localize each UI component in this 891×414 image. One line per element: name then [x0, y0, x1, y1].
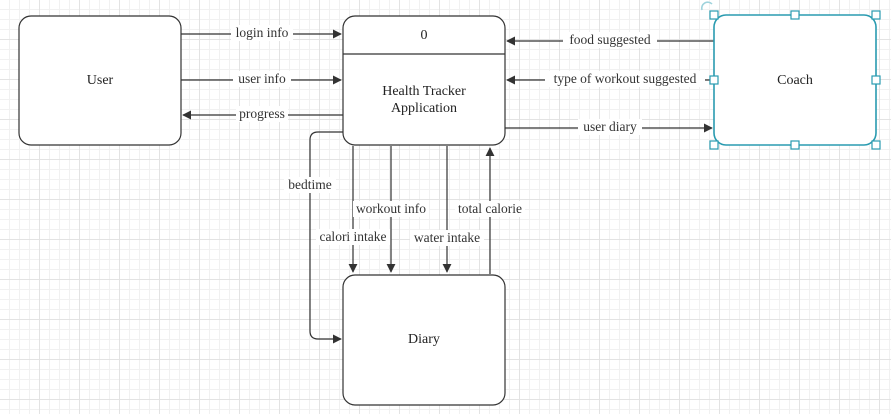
- rotate-handle-icon[interactable]: [700, 1, 713, 11]
- edge-label-workout-info: workout info: [356, 201, 426, 216]
- edge-workout-type-suggested[interactable]: type of workout suggested: [506, 71, 714, 87]
- resize-handle-top-right[interactable]: [871, 10, 881, 20]
- edge-total-calorie[interactable]: total calorie: [455, 147, 525, 274]
- node-label-coach: Coach: [777, 73, 813, 88]
- resize-handle-left[interactable]: [709, 75, 719, 85]
- resize-handle-bottom-left[interactable]: [709, 140, 719, 150]
- edge-label-water-intake: water intake: [414, 230, 480, 245]
- edge-workout-info[interactable]: workout info: [353, 146, 429, 273]
- node-label-app-line1: Health Tracker: [382, 84, 466, 99]
- edge-label-calori-intake: calori intake: [319, 229, 386, 244]
- node-label-app-line2: Application: [391, 101, 457, 116]
- resize-handle-bottom-right[interactable]: [871, 140, 881, 150]
- edge-user-info[interactable]: user info: [181, 71, 342, 87]
- node-label-diary: Diary: [408, 332, 440, 347]
- edge-label-user-info: user info: [238, 71, 286, 86]
- edge-label-user-diary: user diary: [583, 119, 637, 134]
- resize-handle-bottom[interactable]: [790, 140, 800, 150]
- edge-label-login-info: login info: [236, 25, 289, 40]
- edge-water-intake[interactable]: water intake: [410, 146, 484, 273]
- edge-label-bedtime: bedtime: [288, 177, 332, 192]
- edge-label-workout-type-suggested: type of workout suggested: [554, 71, 697, 86]
- resize-handle-top-left[interactable]: [709, 10, 719, 20]
- edge-calori-intake[interactable]: calori intake: [316, 146, 391, 273]
- edge-progress[interactable]: progress: [182, 106, 343, 122]
- edge-label-progress: progress: [239, 106, 285, 121]
- edge-label-food-suggested: food suggested: [569, 32, 651, 47]
- resize-handle-right[interactable]: [871, 75, 881, 85]
- edge-bedtime[interactable]: bedtime: [284, 131, 343, 344]
- node-label-user: User: [87, 73, 114, 88]
- node-health-tracker-app[interactable]: 0 Health Tracker Application: [342, 15, 506, 146]
- edge-label-total-calorie: total calorie: [458, 201, 522, 216]
- node-diary[interactable]: Diary: [342, 274, 506, 406]
- edge-login-info[interactable]: login info: [181, 25, 342, 41]
- process-number: 0: [421, 28, 428, 43]
- edge-user-diary[interactable]: user diary: [505, 119, 713, 135]
- selection-handles[interactable]: [709, 10, 881, 150]
- node-coach[interactable]: Coach: [713, 14, 877, 146]
- node-user[interactable]: User: [18, 15, 182, 146]
- resize-handle-top[interactable]: [790, 10, 800, 20]
- edge-food-suggested[interactable]: food suggested: [506, 32, 714, 48]
